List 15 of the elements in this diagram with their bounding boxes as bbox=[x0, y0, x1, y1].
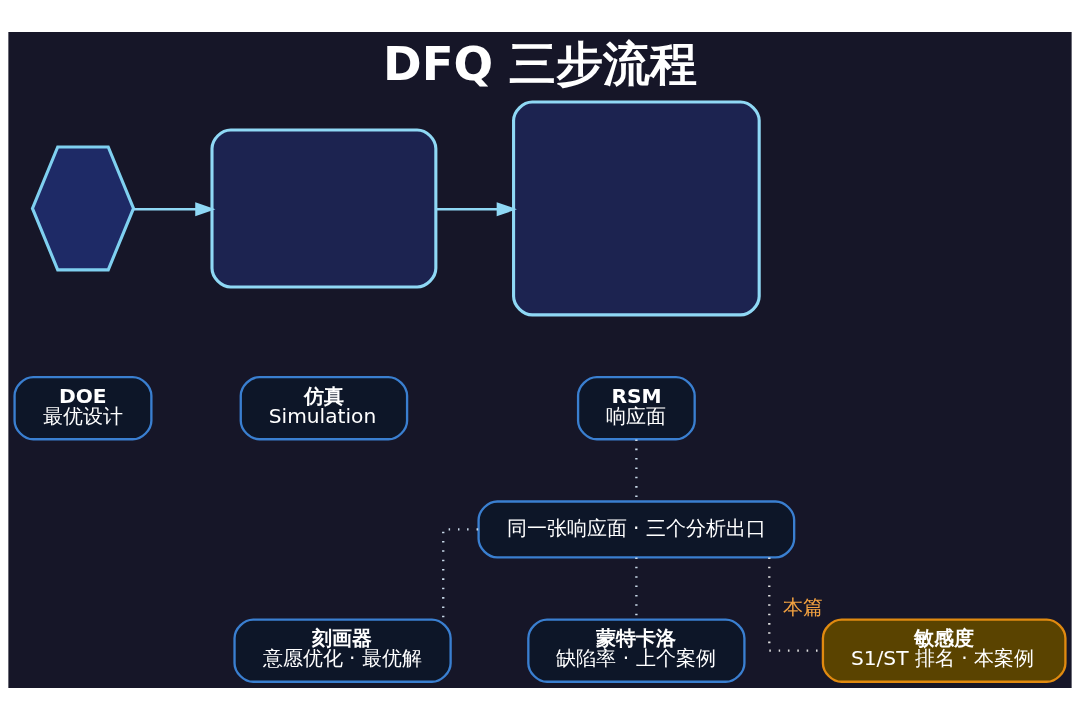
node-box bbox=[210, 128, 438, 289]
arrow bbox=[436, 202, 517, 217]
node-box: 敏感度 S1/ST 排名 · 本案例 bbox=[821, 618, 1067, 683]
node-box: 仿真 Simulation bbox=[239, 375, 409, 441]
node-box bbox=[512, 100, 761, 317]
node-box: RSM 响应面 bbox=[576, 375, 696, 441]
node-hexagon bbox=[30, 145, 136, 272]
diagram-title: DFQ 三步流程 bbox=[383, 37, 698, 92]
node-box: 刻画器 意愿优化 · 最优解 bbox=[233, 618, 452, 683]
node-box: 蒙特卡洛 缺陷率 · 上个案例 bbox=[527, 618, 746, 683]
connector bbox=[442, 528, 479, 620]
node-label: 本篇 bbox=[782, 595, 823, 620]
arrow bbox=[133, 202, 216, 217]
node-box: DOE 最优设计 bbox=[13, 375, 153, 441]
node-box: 同一张响应面 · 三个分析出口 bbox=[477, 500, 796, 559]
